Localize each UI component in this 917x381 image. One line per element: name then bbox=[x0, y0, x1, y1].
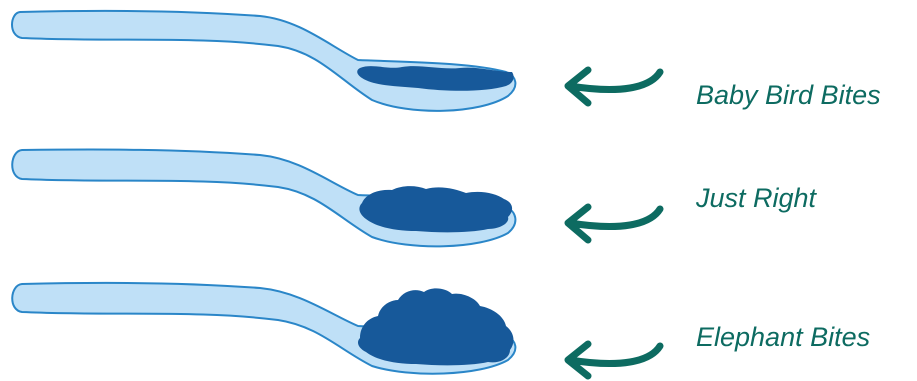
portion-label: Baby Bird Bites bbox=[696, 80, 881, 111]
food-large-portion bbox=[358, 288, 513, 365]
portion-label: Elephant Bites bbox=[696, 322, 870, 353]
spoon-graphic bbox=[0, 254, 917, 381]
arrow-left-icon bbox=[568, 344, 660, 376]
portion-row-baby-bird: Baby Bird Bites bbox=[0, 0, 917, 127]
portion-label: Just Right bbox=[696, 183, 816, 214]
portion-row-elephant: Elephant Bites bbox=[0, 254, 917, 381]
arrow-left-icon bbox=[568, 207, 660, 240]
arrow-left-icon bbox=[568, 70, 660, 103]
food-medium-portion bbox=[359, 186, 512, 232]
spoon-icon bbox=[12, 11, 515, 111]
portion-row-just-right: Just Right bbox=[0, 127, 917, 254]
